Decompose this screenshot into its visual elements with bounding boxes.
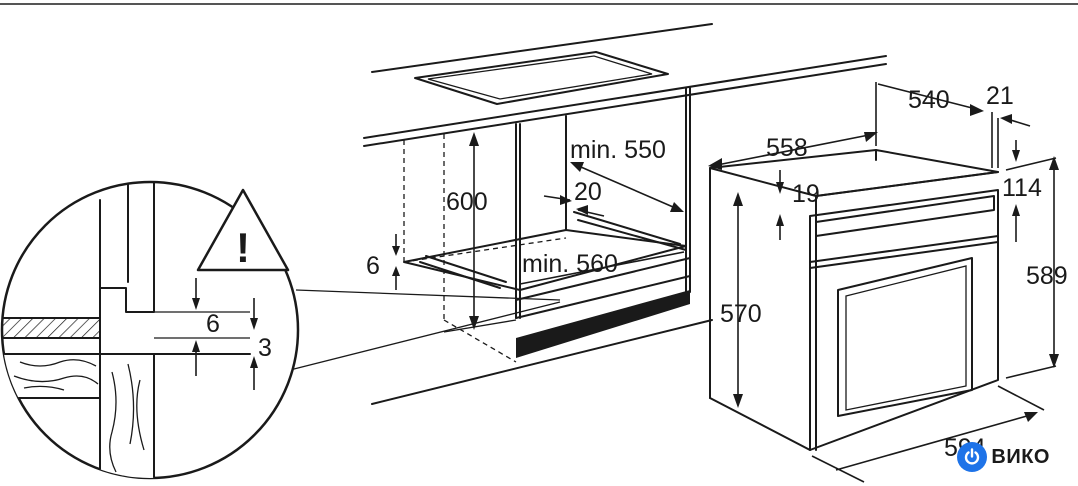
dim-594 xyxy=(811,385,1045,483)
detail-view: ! xyxy=(0,180,300,480)
dim-558 xyxy=(708,132,878,170)
worktop xyxy=(363,23,887,147)
power-icon xyxy=(957,442,988,472)
label-body-height: 570 xyxy=(720,300,762,328)
plinth xyxy=(516,290,690,358)
label-cabinet-height: 600 xyxy=(446,188,488,216)
label-side-gap: 6 xyxy=(366,252,380,280)
detail-leader-bottom xyxy=(289,301,561,371)
exclamation-mark: ! xyxy=(236,224,250,271)
dim-min550 xyxy=(570,162,684,212)
label-min-width: min. 560 xyxy=(522,250,618,278)
label-vent-depth: 20 xyxy=(574,178,602,206)
dim-20 xyxy=(543,195,605,217)
label-oven-depth: 540 xyxy=(908,86,950,114)
label-door-thickness: 21 xyxy=(986,82,1014,110)
dim-600 xyxy=(469,132,479,330)
detail-leader-top xyxy=(295,289,561,301)
label-detail-gap-upper: 6 xyxy=(206,310,220,338)
dim-19 xyxy=(776,170,784,240)
dim-21 xyxy=(991,112,1031,168)
dim-114 xyxy=(1012,140,1020,242)
dim-589 xyxy=(1005,156,1059,379)
label-min-depth: min. 550 xyxy=(570,136,666,164)
label-oven-width-top: 558 xyxy=(766,134,808,162)
dim-540 xyxy=(875,82,984,146)
brand-logo: ВИКО xyxy=(957,442,1050,472)
warning-icon xyxy=(196,188,290,272)
brand-name: ВИКО xyxy=(991,445,1050,468)
label-panel-height: 114 xyxy=(1002,174,1042,202)
dim-6-side xyxy=(392,234,400,290)
cabinet-niche xyxy=(371,87,713,405)
dim-570 xyxy=(733,192,743,408)
worktop-section xyxy=(2,317,101,339)
label-total-height: 589 xyxy=(1026,262,1068,290)
label-detail-gap-lower: 3 xyxy=(258,334,272,362)
label-top-gap: 19 xyxy=(792,180,820,208)
dim-min560 xyxy=(519,251,685,285)
